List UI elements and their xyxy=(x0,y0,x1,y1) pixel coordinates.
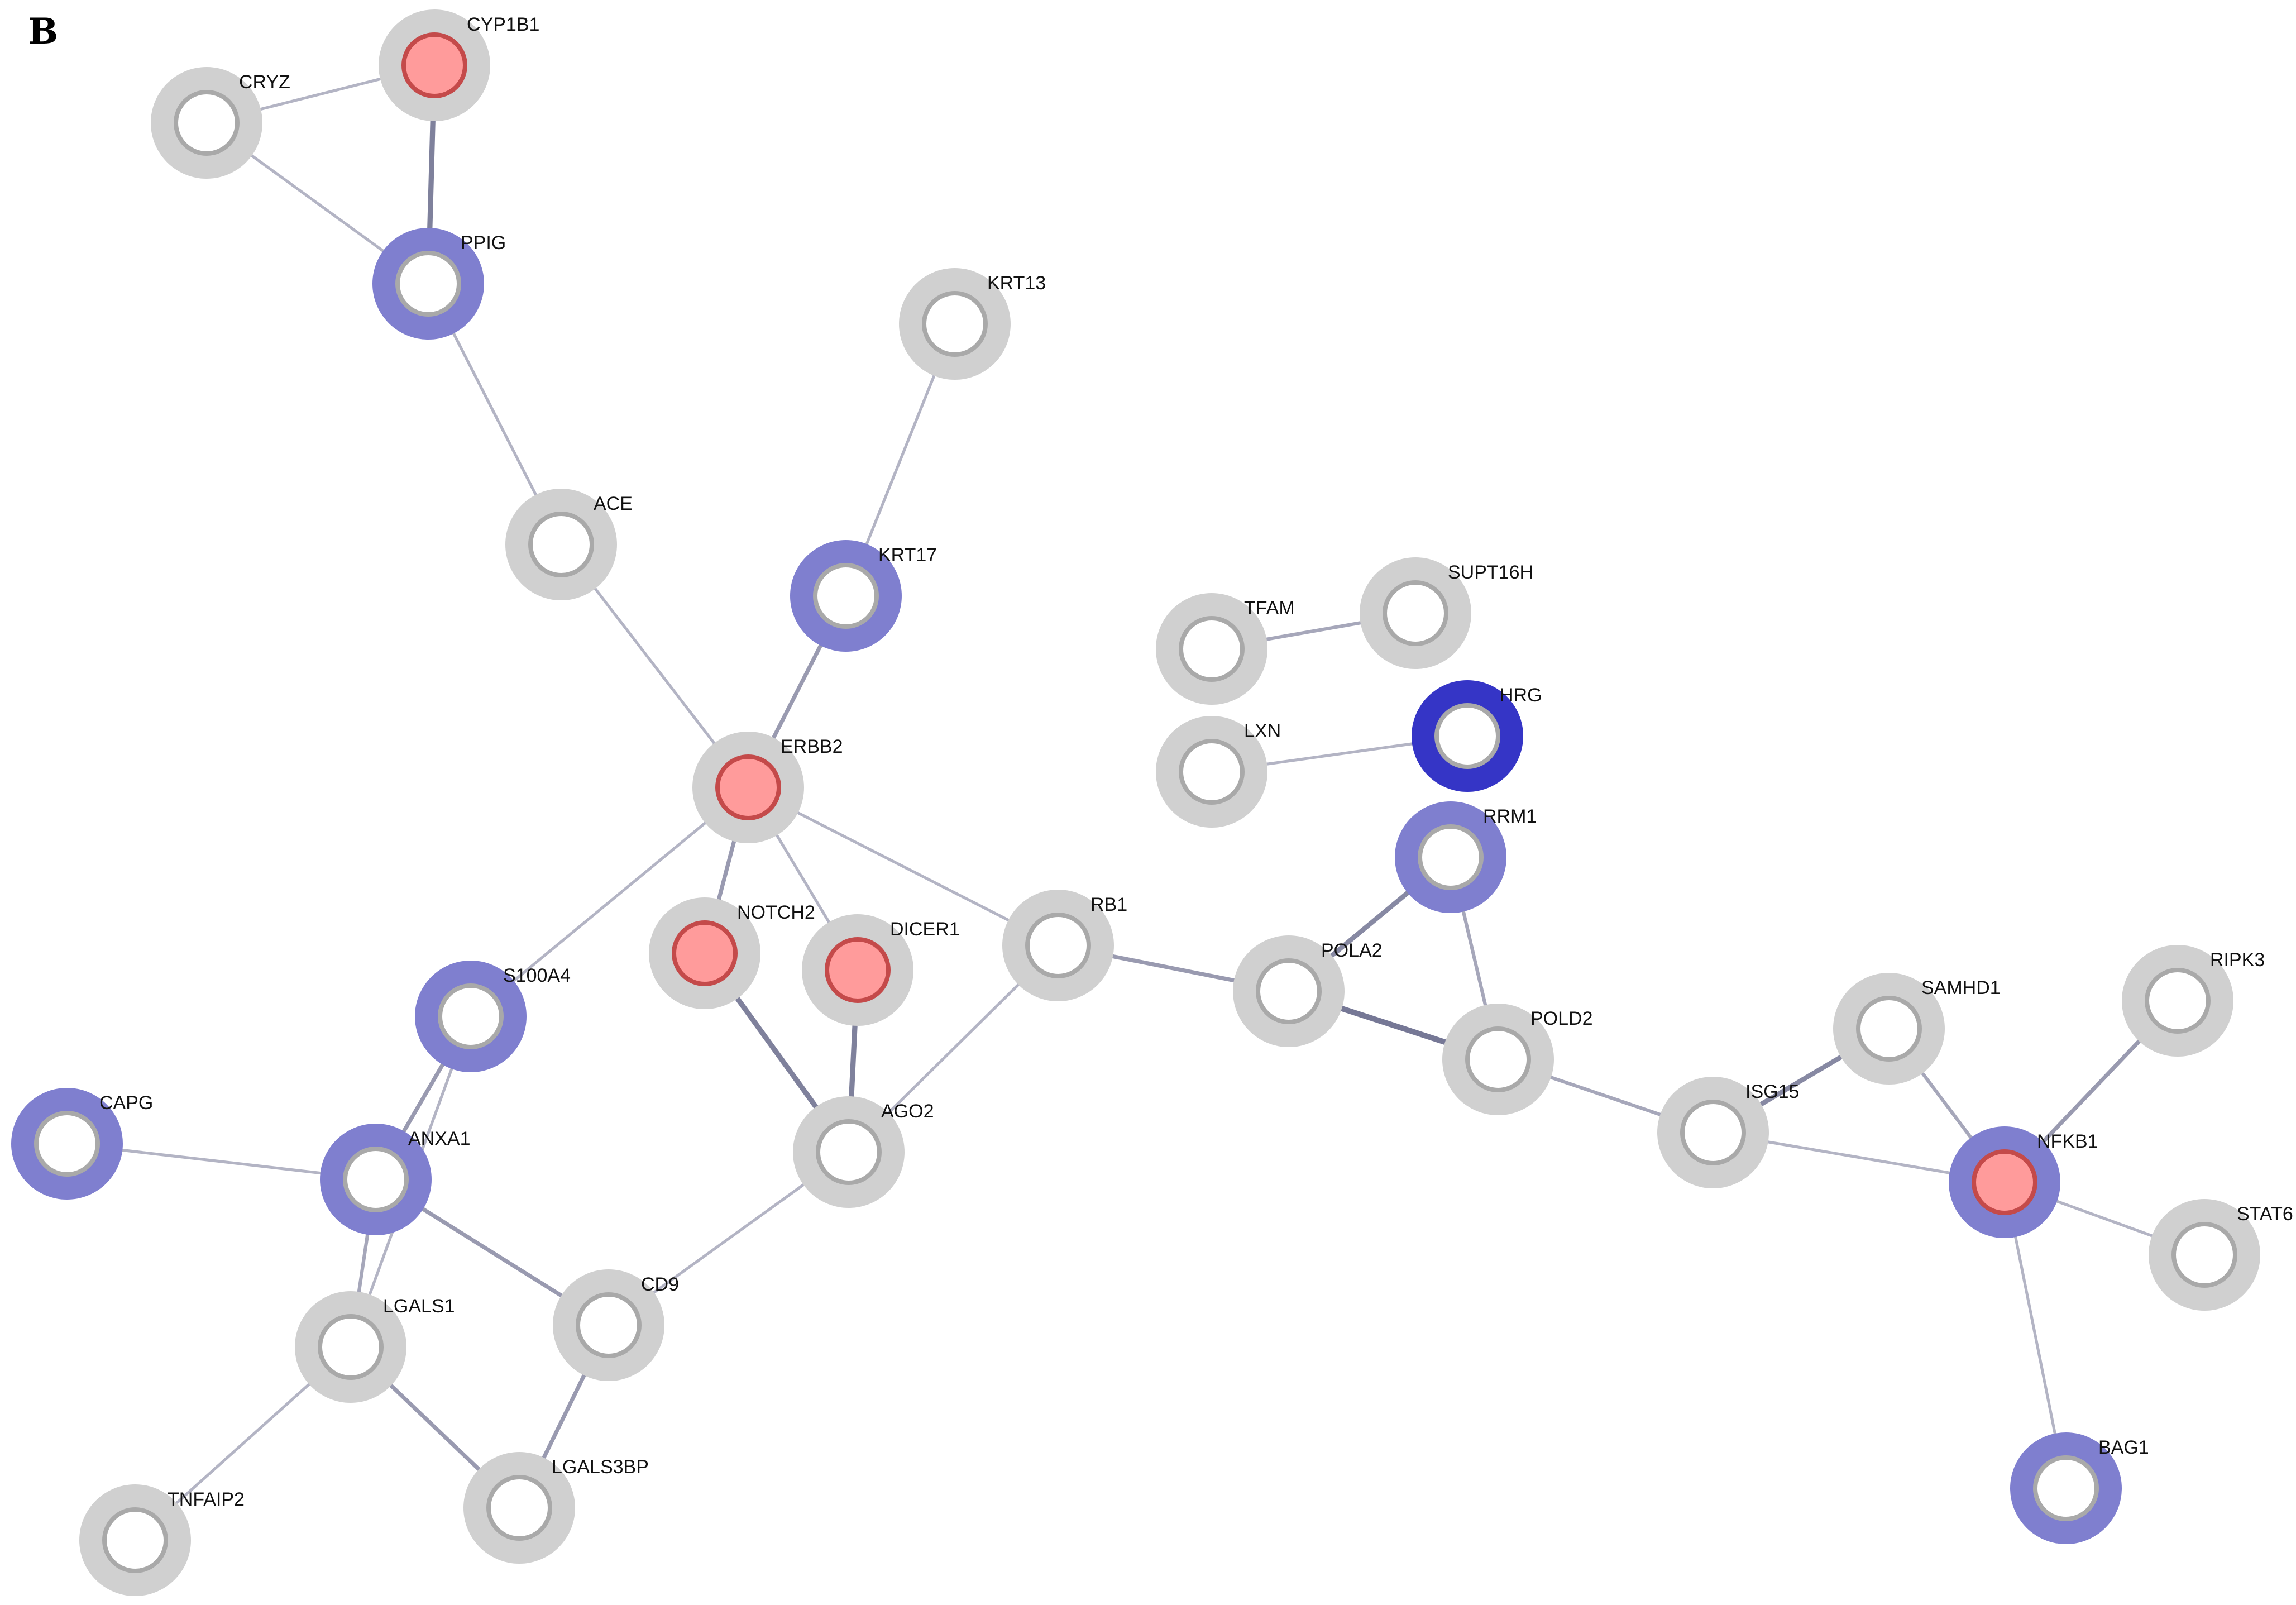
node-core xyxy=(672,920,738,986)
node-label: CYP1B1 xyxy=(467,14,539,35)
node-erbb2[interactable]: ERBB2 xyxy=(692,732,843,843)
node-cyp1b1[interactable]: CYP1B1 xyxy=(379,9,539,121)
node-label: NOTCH2 xyxy=(737,902,815,923)
node-supt16h[interactable]: SUPT16H xyxy=(1360,557,1533,669)
node-core xyxy=(1256,958,1322,1024)
node-core xyxy=(1383,580,1448,646)
node-stat6[interactable]: STAT6 xyxy=(2149,1199,2293,1311)
node-core xyxy=(1179,739,1245,805)
edge-erbb2-rb1 xyxy=(747,786,1060,947)
node-core xyxy=(2145,968,2211,1034)
node-core xyxy=(486,1475,552,1541)
node-anxa1[interactable]: ANXA1 xyxy=(320,1124,471,1235)
node-label: CRYZ xyxy=(239,71,290,93)
node-lgals3bp[interactable]: LGALS3BP xyxy=(463,1452,649,1564)
node-ripk3[interactable]: RIPK3 xyxy=(2122,945,2265,1057)
node-s100a4[interactable]: S100A4 xyxy=(415,961,571,1072)
node-label: NFKB1 xyxy=(2037,1131,2098,1152)
node-pold2[interactable]: POLD2 xyxy=(1442,1004,1593,1115)
node-cd9[interactable]: CD9 xyxy=(553,1269,679,1381)
node-core xyxy=(1025,913,1091,978)
node-core xyxy=(816,1119,882,1185)
node-tfam[interactable]: TFAM xyxy=(1156,593,1295,705)
node-label: CD9 xyxy=(641,1274,679,1295)
node-core xyxy=(34,1111,100,1177)
node-hrg[interactable]: HRG xyxy=(1412,680,1542,792)
node-label: SAMHD1 xyxy=(1921,977,2001,999)
node-core xyxy=(715,754,781,820)
node-label: PPIG xyxy=(461,232,506,254)
node-label: POLD2 xyxy=(1530,1008,1593,1029)
node-label: KRT13 xyxy=(987,273,1046,294)
node-core xyxy=(1680,1100,1746,1165)
node-pola2[interactable]: POLA2 xyxy=(1233,935,1383,1047)
node-core xyxy=(528,512,594,577)
node-core xyxy=(825,937,891,1003)
node-label: BAG1 xyxy=(2098,1437,2149,1458)
node-label: POLA2 xyxy=(1321,940,1383,961)
node-core xyxy=(1856,996,1922,1062)
node-cryz[interactable]: CRYZ xyxy=(151,67,290,179)
node-capg[interactable]: CAPG xyxy=(11,1088,153,1200)
node-label: S100A4 xyxy=(503,965,571,986)
node-label: HRG xyxy=(1500,685,1542,706)
node-core xyxy=(102,1507,168,1573)
node-label: STAT6 xyxy=(2237,1203,2293,1225)
node-label: ISG15 xyxy=(1745,1081,1799,1102)
node-ago2[interactable]: AGO2 xyxy=(793,1096,934,1208)
node-label: RIPK3 xyxy=(2210,949,2265,971)
node-label: ACE xyxy=(594,493,633,514)
node-core xyxy=(318,1314,384,1380)
node-label: KRT17 xyxy=(878,544,937,566)
node-core xyxy=(1418,824,1484,890)
node-samhd1[interactable]: SAMHD1 xyxy=(1833,973,2001,1085)
node-lxn[interactable]: LXN xyxy=(1156,716,1281,828)
node-label: TFAM xyxy=(1244,598,1295,619)
node-label: LGALS1 xyxy=(383,1296,455,1317)
node-core xyxy=(813,563,879,629)
node-core xyxy=(1972,1149,2037,1215)
node-label: TNFAIP2 xyxy=(168,1489,245,1510)
node-bag1[interactable]: BAG1 xyxy=(2010,1432,2149,1544)
node-label: ANXA1 xyxy=(408,1128,471,1149)
node-tnfaip2[interactable]: TNFAIP2 xyxy=(79,1484,245,1596)
node-label: LGALS3BP xyxy=(552,1456,649,1478)
node-isg15[interactable]: ISG15 xyxy=(1657,1077,1799,1188)
edge-erbb2-s100a4 xyxy=(469,786,750,1018)
node-core xyxy=(2171,1222,2237,1288)
node-core xyxy=(1434,703,1500,769)
node-rb1[interactable]: RB1 xyxy=(1002,890,1127,1001)
node-core xyxy=(1179,616,1245,682)
node-core xyxy=(2033,1455,2099,1521)
node-label: ERBB2 xyxy=(781,736,843,757)
node-notch2[interactable]: NOTCH2 xyxy=(649,897,815,1009)
node-core xyxy=(438,983,504,1049)
node-label: LXN xyxy=(1244,720,1281,742)
node-dicer1[interactable]: DICER1 xyxy=(802,914,960,1026)
node-krt13[interactable]: KRT13 xyxy=(899,268,1046,380)
node-label: CAPG xyxy=(99,1092,153,1114)
node-label: DICER1 xyxy=(890,919,960,940)
node-krt17[interactable]: KRT17 xyxy=(790,540,937,652)
node-label: RRM1 xyxy=(1483,806,1537,827)
node-core xyxy=(1465,1026,1531,1092)
node-core xyxy=(343,1147,409,1212)
node-core xyxy=(401,32,467,98)
node-label: RB1 xyxy=(1090,894,1127,915)
node-ppig[interactable]: PPIG xyxy=(372,228,506,340)
node-core xyxy=(395,251,461,317)
panel-letter: B xyxy=(28,11,58,52)
node-nfkb1[interactable]: NFKB1 xyxy=(1949,1126,2098,1238)
node-core xyxy=(174,90,240,156)
node-rrm1[interactable]: RRM1 xyxy=(1395,801,1537,913)
node-lgals1[interactable]: LGALS1 xyxy=(295,1291,455,1403)
node-label: SUPT16H xyxy=(1448,562,1533,583)
node-core xyxy=(922,291,988,357)
node-core xyxy=(576,1292,642,1358)
node-ace[interactable]: ACE xyxy=(505,489,633,600)
node-label: AGO2 xyxy=(881,1101,934,1122)
